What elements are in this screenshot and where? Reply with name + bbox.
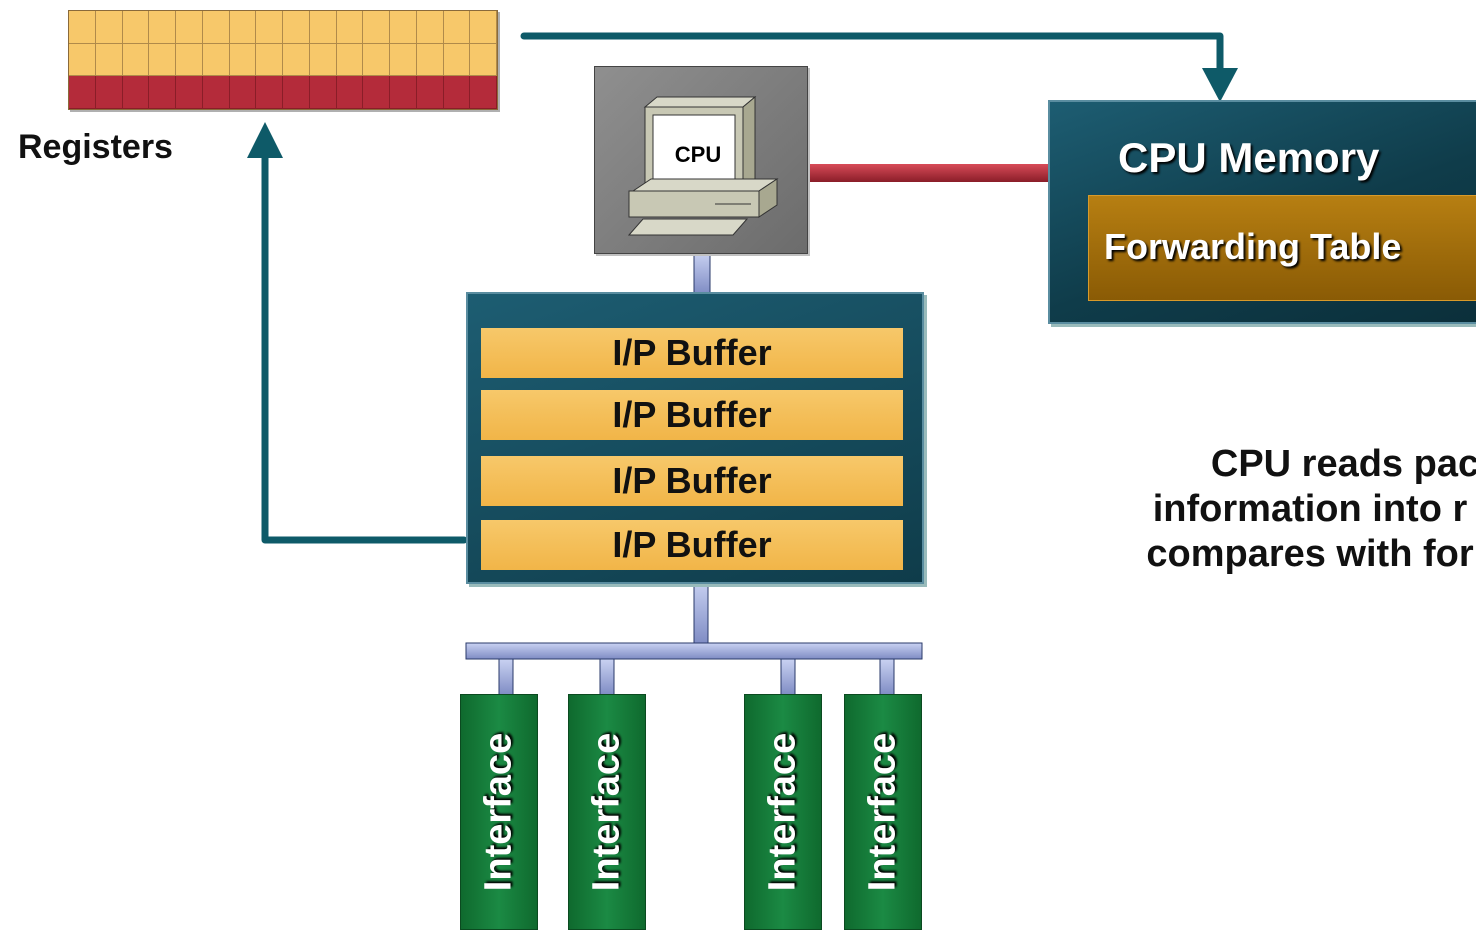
register-cell (283, 76, 310, 109)
register-cell (390, 43, 417, 77)
register-cell (95, 43, 123, 77)
register-cell (283, 43, 310, 77)
interface-label: Interface (761, 732, 804, 892)
ip-buffer: I/P Buffer (481, 456, 903, 506)
register-cell (470, 11, 497, 44)
register-cell (229, 11, 257, 44)
registers-label: Registers (18, 128, 173, 166)
interface-drop (780, 658, 796, 696)
register-cell (122, 11, 150, 44)
register-cell (149, 43, 176, 77)
register-cell (149, 11, 176, 44)
description-text: CPU reads pac information into r compare… (1050, 442, 1476, 577)
register-cell (122, 76, 150, 109)
register-cell (256, 76, 283, 109)
interface-drop (599, 658, 615, 696)
register-cell (443, 76, 471, 109)
register-cell (390, 11, 417, 44)
interface-card: Interface (744, 694, 822, 930)
register-cell (202, 11, 230, 44)
interface-label: Interface (861, 732, 904, 892)
register-cell (443, 43, 471, 77)
buffer-backplane-bus (693, 579, 709, 645)
register-cell (176, 76, 203, 109)
interface-label: Interface (585, 732, 628, 892)
register-cell (176, 11, 203, 44)
forwarding-table-label: Forwarding Table (1104, 226, 1402, 267)
register-cell (470, 43, 497, 77)
register-cell (229, 43, 257, 77)
interface-label: Interface (477, 732, 520, 892)
register-cell (69, 76, 96, 109)
interface-card: Interface (568, 694, 646, 930)
cpu-memory-title: CPU Memory (1118, 134, 1380, 181)
register-cell (149, 76, 176, 109)
register-cell (416, 43, 444, 77)
register-cell (363, 43, 390, 77)
ip-buffer: I/P Buffer (481, 328, 903, 378)
description-line: CPU reads pac (1210, 443, 1476, 485)
registers-grid (68, 10, 498, 110)
ip-buffer: I/P Buffer (481, 390, 903, 440)
forwarding-table-box (1088, 195, 1476, 301)
computer-icon (627, 95, 779, 236)
register-cell (69, 11, 96, 44)
register-cell (122, 43, 150, 77)
register-cell (416, 11, 444, 44)
register-cell (202, 76, 230, 109)
register-cell (283, 11, 310, 44)
description-line: compares with for (1146, 533, 1474, 575)
cpu-memory-link (806, 164, 1050, 182)
register-cell (69, 43, 96, 77)
description-line: information into r (1152, 488, 1468, 530)
register-cell (256, 43, 283, 77)
backplane-bus (465, 642, 923, 660)
arrow-buffer-to-registers (247, 122, 468, 544)
register-cell (443, 11, 471, 44)
register-cell (336, 76, 364, 109)
ip-buffer: I/P Buffer (481, 520, 903, 570)
register-cell (176, 43, 203, 77)
register-cell (470, 76, 497, 109)
register-cell (95, 76, 123, 109)
register-cell (390, 76, 417, 109)
cpu-buffer-bus (693, 251, 711, 295)
interface-drop (879, 658, 895, 696)
register-cell (256, 11, 283, 44)
interface-drop (498, 658, 514, 696)
register-cell (309, 43, 337, 77)
register-cell (336, 43, 364, 77)
arrow-registers-to-memory (520, 32, 1238, 102)
register-cell (309, 76, 337, 109)
register-cell (309, 11, 337, 44)
register-cell (202, 43, 230, 77)
register-cell (416, 76, 444, 109)
register-cell (95, 11, 123, 44)
register-cell (229, 76, 257, 109)
interface-card: Interface (460, 694, 538, 930)
register-cell (363, 76, 390, 109)
interface-card: Interface (844, 694, 922, 930)
register-cell (363, 11, 390, 44)
cpu-box (594, 66, 808, 254)
register-cell (336, 11, 364, 44)
cpu-label: CPU (674, 142, 722, 167)
